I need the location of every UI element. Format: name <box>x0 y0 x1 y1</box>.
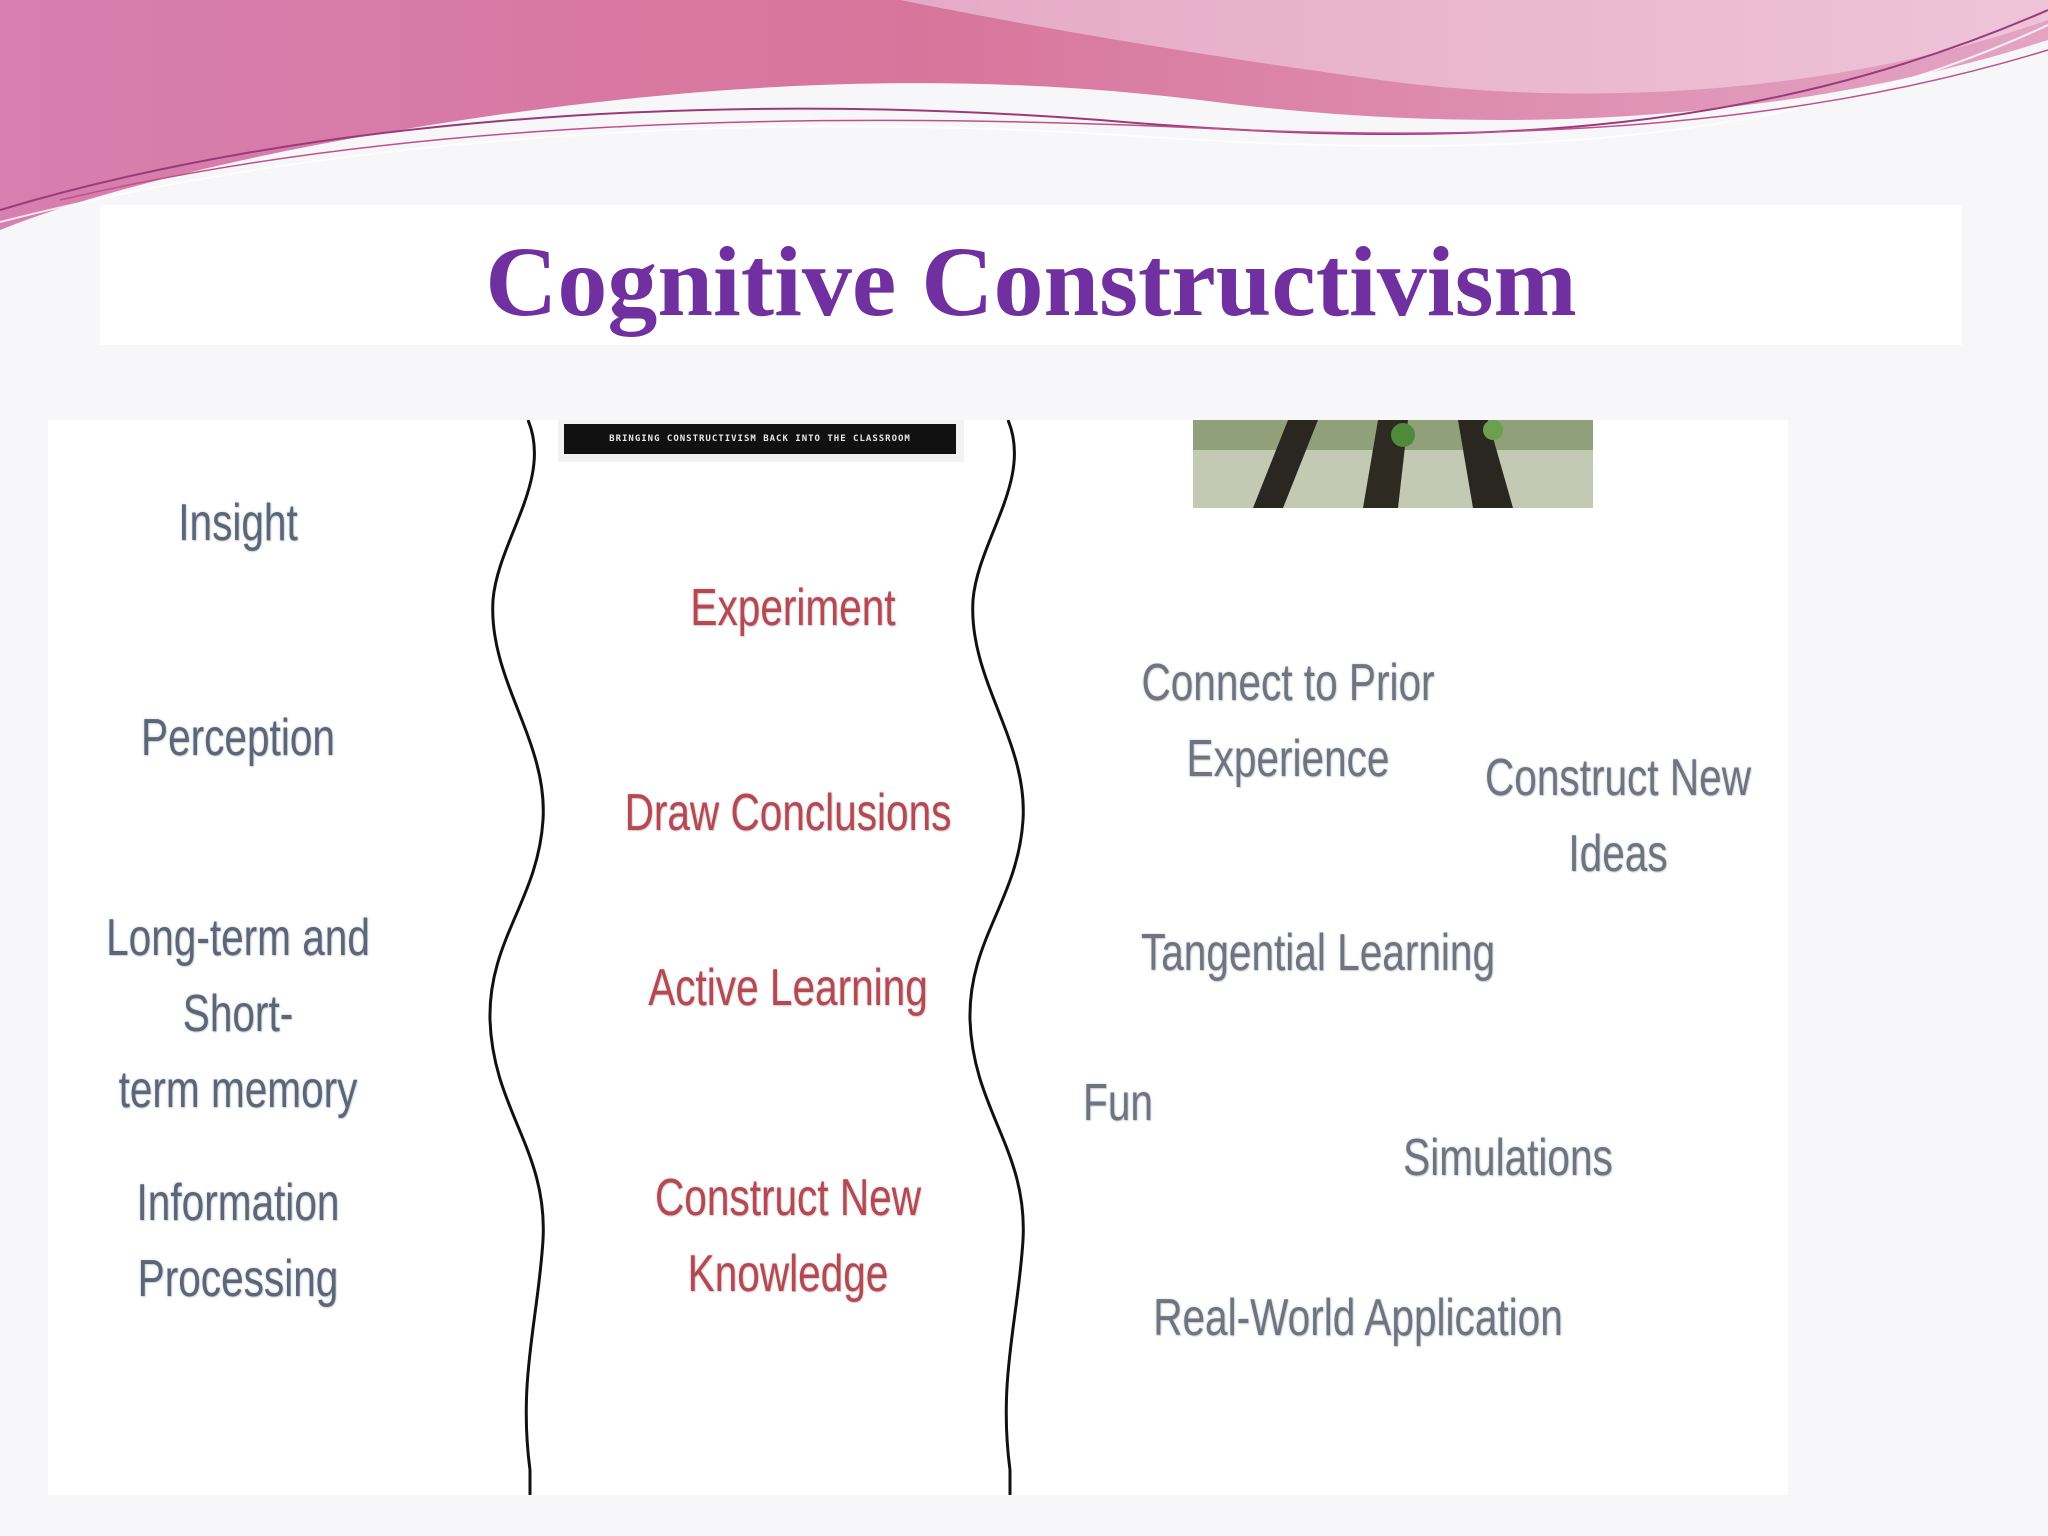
middle-item-draw-conclusions: Draw Conclusions <box>624 784 952 842</box>
middle-item-experiment: Experiment <box>690 579 896 637</box>
right-item-fun: Fun <box>1083 1074 1153 1132</box>
middle-item-construct-new-knowledge: Construct New Knowledge <box>655 1169 921 1303</box>
people-photo <box>1193 420 1593 508</box>
title-box: Cognitive Constructivism <box>100 205 1962 345</box>
right-item-simulations: Simulations <box>1403 1129 1613 1187</box>
header-wave-decoration <box>0 0 2048 230</box>
left-wavy-divider <box>488 420 545 1495</box>
middle-item-active-learning: Active Learning <box>648 959 928 1017</box>
left-item-information-processing: Information Processing <box>136 1174 340 1308</box>
wavy-dividers <box>488 420 1025 1495</box>
right-item-tangential-learning: Tangential Learning <box>1140 924 1496 982</box>
left-item-memory: Long-term and Short- term memory <box>106 909 370 1119</box>
right-item-connect-prior-experience: Connect to Prior Experience <box>1141 654 1435 788</box>
content-image: BRINGING CONSTRUCTIVISM BACK INTO THE CL… <box>48 420 1788 1495</box>
slide-title: Cognitive Constructivism <box>485 226 1577 337</box>
right-wavy-divider <box>968 420 1025 1495</box>
right-item-real-world-application: Real-World Application <box>1153 1289 1563 1347</box>
left-item-perception: Perception <box>141 709 335 767</box>
left-item-insight: Insight <box>178 494 298 552</box>
banner-text: BRINGING CONSTRUCTIVISM BACK INTO THE CL… <box>564 424 956 454</box>
book-banner: BRINGING CONSTRUCTIVISM BACK INTO THE CL… <box>558 420 964 462</box>
right-item-construct-new-ideas: Construct New Ideas <box>1485 749 1751 883</box>
